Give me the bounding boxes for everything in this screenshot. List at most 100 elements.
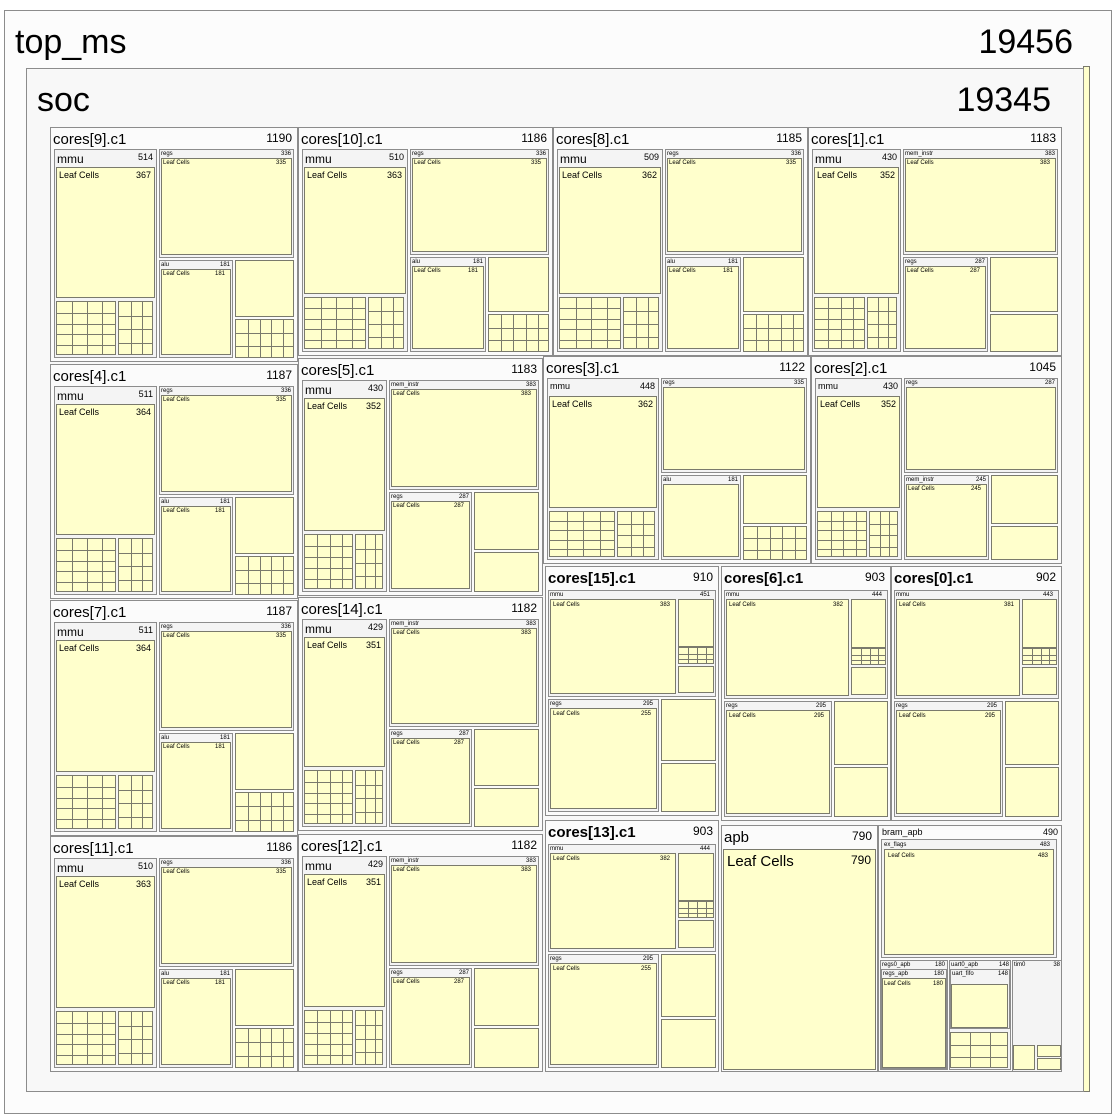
mmu-leaf-cells[interactable] [896,599,1020,696]
core-value: 902 [1035,570,1056,584]
apb-value: 790 [851,829,872,843]
mmu-subcell-grid [56,538,116,592]
r2-leaf-cells[interactable] [412,266,484,349]
r2-leaf-cells[interactable] [906,484,987,557]
mmu-leaf-cells[interactable] [559,167,661,294]
regs-apb-leaf-value: 180 [932,981,943,987]
mmu-leaf-cells[interactable] [304,398,385,531]
uart0-apb-value: 148 [998,962,1009,968]
mmu-leaf-cells[interactable] [304,167,406,294]
regs-apb-leaf-cells[interactable] [882,978,946,1068]
mmu-leaf-name: Leaf Cells [307,170,348,180]
regs-leaf-value: 255 [640,966,651,972]
apb-leaf-name: Leaf Cells [727,853,794,870]
regs-leaf-value: 295 [984,713,995,719]
regs-leaf-cells[interactable] [896,710,1001,814]
mmu-leaf-cells[interactable] [304,874,385,1007]
r2-leaf-cells[interactable] [391,501,470,589]
mmu-leaf-cells[interactable] [56,167,155,298]
r1-leaf-cells[interactable] [161,395,292,492]
mmu-leaf-cells[interactable] [726,599,849,696]
uart-fifo-leaf-cells[interactable] [951,984,1008,1028]
r2-leaf-cells[interactable] [667,266,739,349]
r2-leaf-cells[interactable] [663,484,739,557]
r1-leaf-cells[interactable] [663,387,805,470]
regs-other-block [1005,701,1059,765]
regs-leaf-cells[interactable] [726,710,830,814]
apb-leaf-cells[interactable] [723,849,876,1070]
mmu-value: 430 [367,383,383,393]
mmu-subcell-grid [867,297,897,349]
ex-flags-leaf-cells[interactable] [884,849,1054,955]
r2-leaf-cells[interactable] [161,269,231,355]
r2-leaf-cells[interactable] [161,742,231,829]
core-name: cores[15].c1 [548,570,636,587]
r1-name: mem_instr [391,858,420,864]
mmu-leaf-cells[interactable] [56,404,155,535]
r1-leaf-cells[interactable] [391,628,537,724]
r2-name: alu [667,259,676,265]
mmu-subcell-grid [817,511,867,557]
r2-value: 181 [472,259,483,265]
r1-leaf-cells[interactable] [905,158,1056,252]
r2-leaf-value: 181 [214,980,225,986]
mmu-leaf-name: Leaf Cells [820,399,861,409]
r2-leaf-cells[interactable] [905,266,986,349]
core-name: cores[13].c1 [548,824,636,841]
core-name: cores[12].c1 [301,838,383,855]
mmu-value: 510 [388,152,404,162]
mmu-leaf-cells[interactable] [549,396,657,508]
regs0-apb-value: 180 [934,962,945,968]
r1-leaf-cells[interactable] [391,865,537,963]
r1-leaf-value: 383 [520,867,531,873]
mmu-value: 448 [639,381,655,391]
core-name: cores[8].c1 [556,131,630,148]
mmu-leaf-cells[interactable] [550,853,676,949]
mmu-leaf-value: 363 [135,879,151,889]
r1-leaf-cells[interactable] [161,158,292,255]
r2-leaf-cells[interactable] [161,978,231,1065]
r2-leaf-cells[interactable] [161,506,231,592]
core-name: cores[4].c1 [53,368,127,385]
mmu-leaf-cells[interactable] [814,167,899,294]
r2-leaf-value: 287 [453,979,464,985]
r1-leaf-cells[interactable] [391,389,537,487]
tim0-subblock [1037,1045,1061,1057]
r1-name: regs [161,624,173,630]
r1-leaf-name: Leaf Cells [393,867,420,873]
core-name: cores[2].c1 [814,360,888,377]
r2-value: 181 [219,735,230,741]
mmu-name: mmu [57,625,84,639]
mmu-leaf-value: 351 [365,640,381,650]
mmu-subcell-grid [118,538,153,592]
r2-leaf-cells[interactable] [391,738,470,824]
mmu-leaf-cells[interactable] [550,599,676,694]
mmu-subcell-grid [304,1010,353,1065]
mmu-value: 444 [699,846,710,852]
r1-leaf-cells[interactable] [161,631,292,728]
mmu-leaf-cells[interactable] [817,396,900,508]
core-name: cores[7].c1 [53,604,127,621]
r1-leaf-cells[interactable] [667,158,802,252]
ex-flags-value: 483 [1039,842,1050,848]
r2-name: alu [412,259,421,265]
r2-leaf-cells[interactable] [391,977,470,1065]
bram-apb-value: 490 [1042,827,1058,837]
mmu-subcell-grid [814,297,865,349]
regs-name: regs [550,701,562,707]
r1-leaf-cells[interactable] [161,867,292,964]
r1-leaf-cells[interactable] [412,158,547,252]
mmu-leaf-cells[interactable] [56,640,155,772]
regs-leaf-cells[interactable] [550,963,657,1065]
regs-leaf-cells[interactable] [550,708,657,809]
r2-leaf-value: 245 [970,486,981,492]
mmu-leaf-cells[interactable] [56,876,155,1008]
r1-value: 336 [280,860,291,866]
core-name: cores[9].c1 [53,131,127,148]
r1-leaf-value: 335 [275,869,286,875]
r1-leaf-cells[interactable] [906,387,1056,470]
mmu-leaf-cells[interactable] [304,637,385,767]
r1-name: regs [663,380,675,386]
r1-leaf-value: 335 [530,160,541,166]
r2-value: 287 [458,970,469,976]
